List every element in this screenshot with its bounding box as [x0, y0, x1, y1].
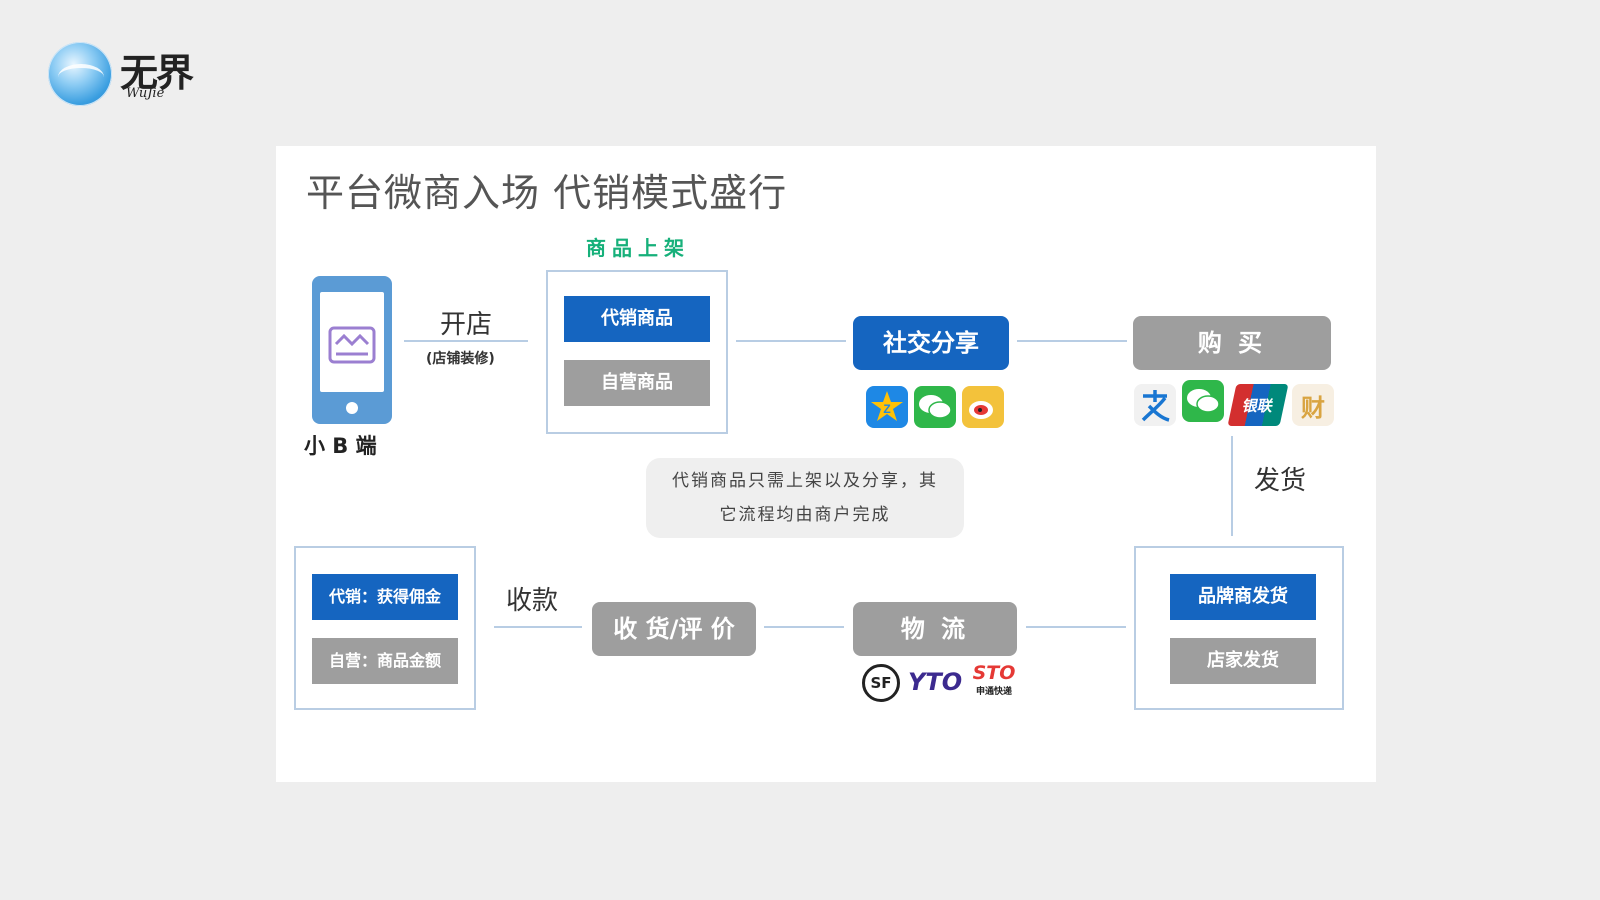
page-title: 平台微商入场 代销模式盛行	[306, 171, 788, 215]
listing-box	[546, 270, 728, 434]
note-bubble: 代销商品只需上架以及分享，其 它流程均由商户完成	[646, 458, 964, 538]
logo: 无界 WuJie	[48, 40, 218, 110]
sto-icon: STO 申通快递	[970, 662, 1018, 697]
open-shop-sublabel: (店铺装修)	[426, 351, 495, 367]
phone-label: 小 B 端	[304, 434, 377, 458]
income-box	[294, 546, 476, 710]
shop-icon	[328, 326, 376, 364]
qzone-icon: Z	[866, 386, 908, 428]
listing-heading: 商品上架	[586, 236, 690, 260]
sto-logo-text: STO	[972, 662, 1016, 684]
ship-label: 发货	[1254, 466, 1307, 496]
connector-line	[404, 340, 528, 342]
alipay-icon	[1134, 384, 1176, 426]
sto-logo-subtext: 申通快递	[975, 687, 1012, 697]
connector-line	[1026, 626, 1126, 628]
collect-label: 收款	[506, 586, 559, 616]
wechat-icon	[914, 386, 956, 428]
self-amount-button[interactable]: 自营：商品金额	[312, 638, 458, 684]
logistics-button[interactable]: 物 流	[853, 602, 1017, 656]
wechat-pay-icon	[1182, 380, 1224, 422]
logo-subtext: WuJie	[126, 86, 165, 101]
unionpay-icon: 银联	[1227, 384, 1289, 426]
delivery-box	[1134, 546, 1344, 710]
open-shop-label: 开店	[440, 310, 493, 340]
connector-line	[764, 626, 844, 628]
store-delivery-button[interactable]: 店家发货	[1170, 638, 1316, 684]
svg-text:Z: Z	[883, 402, 890, 416]
weibo-icon	[962, 386, 1004, 428]
connector-line	[494, 626, 582, 628]
phone-icon	[312, 276, 392, 424]
globe-logo-icon	[48, 42, 112, 106]
brand-delivery-button[interactable]: 品牌商发货	[1170, 574, 1316, 620]
purchase-button[interactable]: 购 买	[1133, 316, 1331, 370]
receive-review-button[interactable]: 收 货/评 价	[592, 602, 756, 656]
yto-icon: YTO	[908, 668, 963, 696]
sf-express-icon: SF	[862, 664, 900, 702]
connector-line	[1017, 340, 1127, 342]
note-line-2: 它流程均由商户完成	[719, 505, 891, 525]
caifutong-icon: 财	[1292, 384, 1334, 426]
consign-goods-button[interactable]: 代销商品	[564, 296, 710, 342]
self-goods-button[interactable]: 自营商品	[564, 360, 710, 406]
logo-text: 无界	[120, 50, 194, 95]
connector-line	[1231, 436, 1233, 536]
connector-line	[736, 340, 846, 342]
consign-commission-button[interactable]: 代销：获得佣金	[312, 574, 458, 620]
social-share-button[interactable]: 社交分享	[853, 316, 1009, 370]
diagram-panel: 平台微商入场 代销模式盛行 小 B 端 开店 (店铺装修) 商品上架 代销商品 …	[276, 146, 1376, 782]
note-line-1: 代销商品只需上架以及分享，其	[672, 471, 938, 491]
